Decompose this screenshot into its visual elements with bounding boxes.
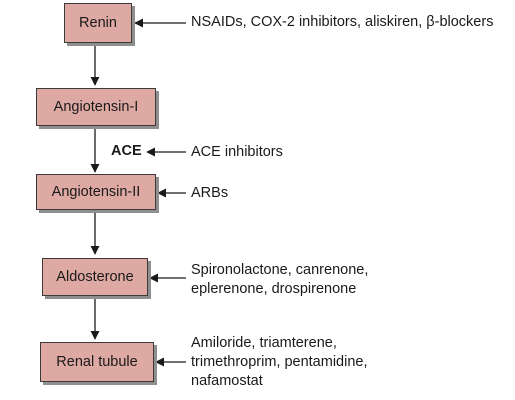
- renal-tubule-inhibitors-label: Amiloride, triamterene, trimethroprim, p…: [191, 334, 368, 391]
- arbs-label: ARBs: [191, 185, 229, 201]
- renal-tubule-inhibitors-line-3: nafamostat: [191, 373, 263, 389]
- renal-tubule-inhibitors-line-1: Amiloride, triamterene,: [191, 335, 337, 351]
- ace-inhibitors-label: ACE inhibitors: [191, 144, 283, 160]
- node-renin: Renin: [64, 3, 132, 43]
- renin-inhibitors-label: NSAIDs, COX-2 inhibitors, aliskiren, β-b…: [191, 14, 494, 30]
- node-angiotensin-1: Angiotensin-I: [36, 88, 156, 126]
- node-renal-tubule: Renal tubule: [40, 342, 154, 382]
- enzyme-ace: ACE: [111, 143, 142, 159]
- aldosterone-inhibitors-label: Spironolactone, canrenone, eplerenone, d…: [191, 261, 368, 299]
- node-angiotensin-2: Angiotensin-II: [36, 174, 156, 210]
- aldosterone-inhibitors-line-1: Spironolactone, canrenone,: [191, 262, 369, 278]
- renal-tubule-inhibitors-line-2: trimethroprim, pentamidine,: [191, 354, 368, 370]
- aldosterone-inhibitors-line-2: eplerenone, drospirenone: [191, 281, 357, 297]
- node-aldosterone: Aldosterone: [42, 258, 148, 296]
